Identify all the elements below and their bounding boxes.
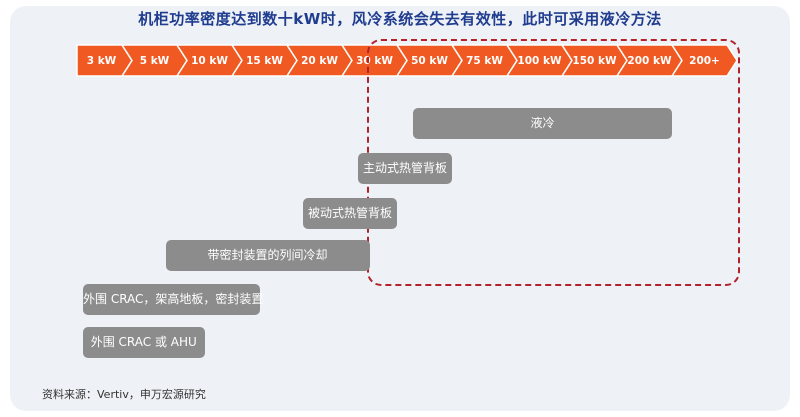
cooling-bar-passive-heatpipe: 被动式热管背板 bbox=[303, 198, 397, 229]
scale-label-6: 50 kW bbox=[411, 55, 448, 67]
scale-label-8: 100 kW bbox=[517, 55, 562, 67]
diagram-title: 机柜功率密度达到数十kW时，风冷系统会失去有效性，此时可采用液冷方法 bbox=[138, 10, 662, 28]
scale-label-7: 75 kW bbox=[466, 55, 503, 67]
scale-label-11: 200+ bbox=[689, 55, 720, 67]
scale-label-5: 30 kW bbox=[356, 55, 393, 67]
cooling-bar-crac-raised-floor: 外围 CRAC，架高地板，密封装置 bbox=[83, 284, 263, 315]
scale-label-4: 20 kW bbox=[301, 55, 338, 67]
cooling-bar-crac-ahu: 外围 CRAC 或 AHU bbox=[83, 327, 205, 358]
scale-label-10: 200 kW bbox=[627, 55, 672, 67]
scale-label-0: 3 kW bbox=[86, 55, 117, 67]
scale-label-9: 150 kW bbox=[572, 55, 617, 67]
scale-label-3: 15 kW bbox=[246, 55, 283, 67]
cooling-bar-inrow-contained: 带密封装置的列间冷却 bbox=[165, 240, 370, 271]
source-note: 资料来源：Vertiv，申万宏源研究 bbox=[42, 388, 206, 401]
scale-label-1: 5 kW bbox=[139, 55, 170, 67]
cooling-bar-liquid: 液冷 bbox=[413, 108, 672, 139]
scale-label-2: 10 kW bbox=[191, 55, 228, 67]
cooling-bar-active-heatpipe: 主动式热管背板 bbox=[358, 153, 452, 184]
